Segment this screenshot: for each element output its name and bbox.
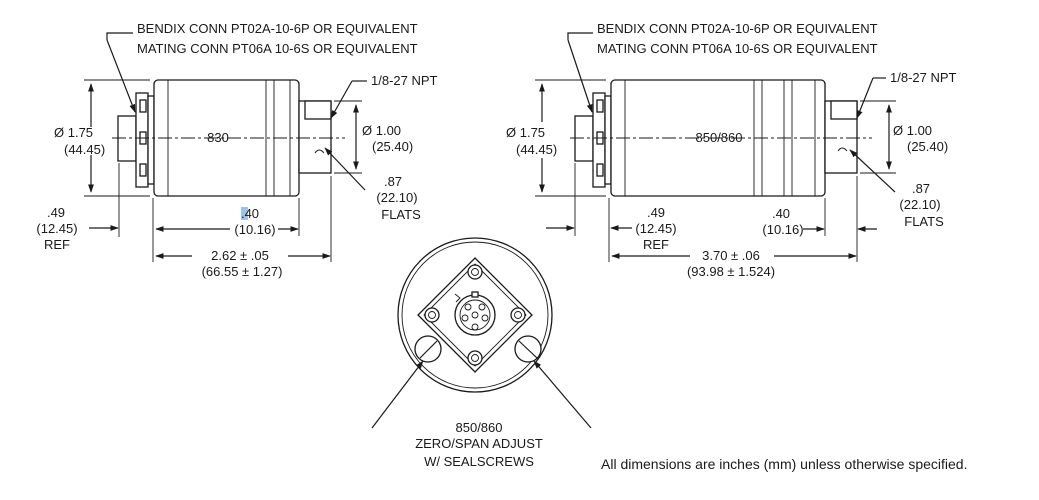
left-port-flat — [304, 100, 332, 120]
right-ref-mm: (12.45) — [635, 221, 676, 236]
right-dia-large-in: Ø 1.75 — [506, 125, 545, 140]
left-npt-label: 1/8-27 NPT — [371, 73, 438, 88]
connector-pin-2 — [478, 303, 486, 311]
right-port-len-in: .40 — [772, 206, 790, 221]
left-text-highlight — [241, 207, 248, 220]
left-connector-leader — [106, 32, 133, 40]
end-view-label-3: W/ SEALSCREWS — [424, 454, 534, 469]
right-dia-small-in: Ø 1.00 — [893, 123, 932, 138]
left-ref-label: REF — [44, 237, 70, 252]
left-dia-small-in: Ø 1.00 — [362, 123, 401, 138]
left-connector-plug — [117, 115, 137, 162]
right-connector-plug — [574, 115, 594, 162]
right-flats-label: FLATS — [904, 214, 944, 229]
flange-screw-left — [424, 307, 440, 323]
flange-screw-top-inner — [471, 268, 479, 276]
left-flats-label: FLATS — [381, 207, 421, 222]
right-port-thread — [837, 147, 848, 152]
connector-pin-4 — [481, 314, 489, 322]
right-flats-mm: (22.10) — [899, 197, 940, 212]
connector-pin-6 — [471, 311, 479, 319]
right-connector-arrow — [567, 39, 593, 113]
left-port-len-in: .40 — [241, 206, 259, 221]
connector-face — [454, 294, 496, 336]
left-flats-in: .87 — [384, 174, 402, 189]
right-port-flat — [830, 100, 858, 120]
seal-screw-left-slot — [419, 340, 438, 359]
end-view: 850/860 ZERO/SPAN ADJUST W/ SEALSCREWS — [371, 237, 592, 469]
right-dia-large-mm: (44.45) — [516, 142, 557, 157]
right-npt-arrow — [856, 77, 874, 119]
connector-pin-1 — [464, 303, 472, 311]
end-view-label-2: ZERO/SPAN ADJUST — [415, 436, 543, 451]
left-flats-mm: (22.10) — [376, 190, 417, 205]
right-flats-in: .87 — [912, 181, 930, 196]
end-view-housing-inner — [401, 241, 549, 389]
connector-pin-3 — [461, 314, 469, 322]
connector-pin-5 — [471, 323, 479, 331]
left-pin-bot — [139, 163, 147, 177]
right-total-len-mm: (93.98 ± 1.524) — [687, 264, 775, 279]
flange-screw-bottom — [467, 350, 483, 366]
right-model-label: 850/860 — [696, 130, 743, 145]
left-connector-label-1: BENDIX CONN PT02A-10-6P OR EQUIVALENT — [137, 21, 418, 36]
flange-screw-top — [467, 264, 483, 280]
left-total-len-mm: (66.55 ± 1.27) — [202, 264, 283, 279]
right-npt-label: 1/8-27 NPT — [890, 70, 957, 85]
right-ref-in: .49 — [647, 205, 665, 220]
right-connector-label-2: MATING CONN PT06A 10-6S OR EQUIVALENT — [597, 41, 878, 56]
seal-screw-right-slot — [518, 340, 538, 359]
left-flats-arrow — [324, 147, 366, 191]
end-view-label-1: 850/860 — [456, 420, 503, 435]
left-port-thread — [314, 149, 325, 154]
seal-screw-left — [414, 335, 442, 363]
flange-screw-bottom-inner — [471, 354, 479, 362]
connector-latch — [454, 293, 461, 303]
left-connector-label-2: MATING CONN PT06A 10-6S OR EQUIVALENT — [137, 41, 418, 56]
right-connector-leader — [567, 32, 593, 40]
right-ref-label: REF — [643, 237, 669, 252]
seal-screw-leader-right — [533, 360, 592, 429]
left-port-len-mm: (10.16) — [234, 222, 275, 237]
right-pin-bot — [596, 163, 604, 177]
connector-key — [471, 291, 479, 298]
left-connector-flange-lip — [147, 95, 155, 185]
left-model-label: 830 — [207, 130, 229, 145]
right-port-len-mm: (10.16) — [762, 222, 803, 237]
left-side-view: BENDIX CONN PT02A-10-6P OR EQUIVALENT MA… — [36, 21, 437, 279]
end-view-flange-inner — [423, 263, 527, 367]
left-dia-large-in: Ø 1.75 — [54, 125, 93, 140]
left-npt-arrow — [330, 80, 353, 119]
dimensions-footnote: All dimensions are inches (mm) unless ot… — [601, 456, 967, 472]
flange-screw-left-inner — [428, 311, 436, 319]
left-ref-in: .49 — [47, 205, 65, 220]
right-connector-flange-lip — [604, 95, 612, 185]
left-connector-arrow — [106, 39, 136, 113]
left-dia-small-mm: (25.40) — [372, 139, 413, 154]
right-side-view: BENDIX CONN PT02A-10-6P OR EQUIVALENT MA… — [506, 21, 957, 279]
left-dia-large-mm: (44.45) — [64, 142, 105, 157]
flange-screw-right — [510, 307, 526, 323]
flange-screw-right-inner — [514, 311, 522, 319]
left-pin-top — [139, 99, 147, 113]
right-flats-arrow — [849, 149, 896, 193]
left-total-len-in: 2.62 ± .05 — [211, 248, 269, 263]
right-pin-top — [596, 99, 604, 113]
right-total-len-in: 3.70 ± .06 — [702, 248, 760, 263]
right-connector-label-1: BENDIX CONN PT02A-10-6P OR EQUIVALENT — [597, 21, 878, 36]
seal-screw-leader-left — [371, 360, 424, 429]
left-ref-mm: (12.45) — [36, 221, 77, 236]
right-dia-small-mm: (25.40) — [907, 139, 948, 154]
